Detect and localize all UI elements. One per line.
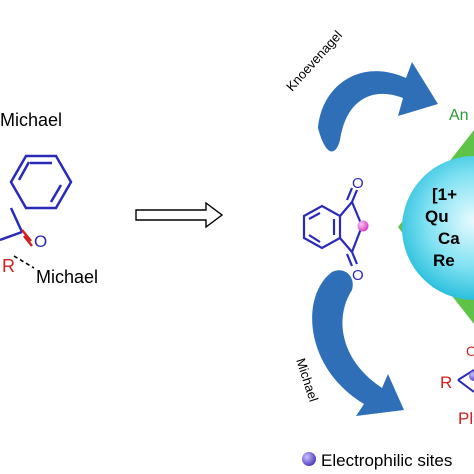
michael-dashed-bond [13, 255, 35, 269]
bottom-right-r: R [440, 373, 452, 392]
michael-curved-arrow [312, 270, 404, 416]
bottom-right-o: O [466, 343, 474, 359]
indanedione-o-bottom: O [352, 267, 364, 284]
indanedione-structure [302, 187, 364, 267]
left-benzaldehyde-structure [0, 154, 73, 247]
left-r-group: R [2, 256, 15, 276]
bottom-right-structure [457, 369, 474, 393]
electrophilic-legend-text: Electrophilic sites [321, 451, 452, 470]
an-partial-label: An [449, 107, 469, 124]
reaction-arrow [135, 201, 224, 229]
michael-right-label: Michael [36, 267, 98, 287]
center-text-line2: Qu [425, 207, 449, 226]
center-cyan-circle [402, 156, 474, 300]
michael-arrow-label: Michael [293, 356, 321, 403]
bottom-right-site-dot [469, 371, 474, 381]
center-text-line1: [1+ [432, 185, 457, 204]
electrophilic-legend-dot [302, 452, 316, 466]
ph-partial-label: Pl [458, 409, 473, 428]
indanedione-o-top: O [352, 175, 364, 192]
nucleophilic-site-dot [357, 220, 369, 232]
left-carbonyl-o: O [34, 232, 47, 251]
center-text-line4: Re [433, 251, 455, 270]
knoevenagel-label: Knoevenagel [283, 27, 345, 94]
knoevenagel-curved-arrow [318, 62, 438, 152]
center-text-line3: Ca [438, 229, 460, 248]
michael-top-label: Michael [0, 110, 62, 130]
